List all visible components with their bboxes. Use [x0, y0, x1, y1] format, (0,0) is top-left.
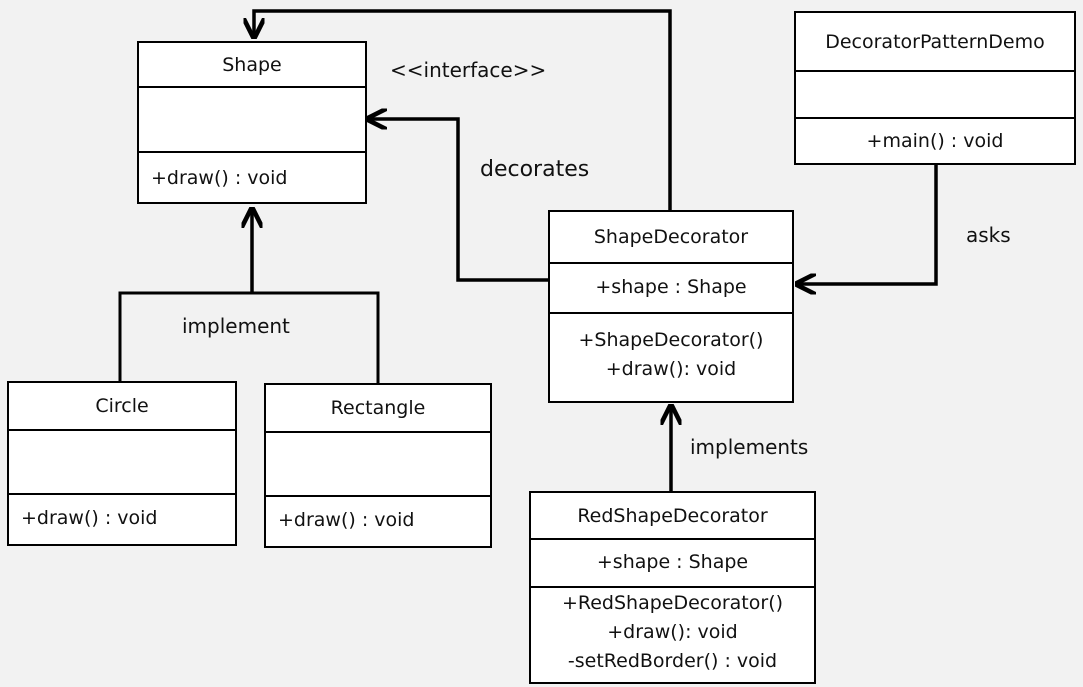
method-item: +draw(): void [607, 621, 738, 643]
class-shape-decorator-name: ShapeDecorator [550, 212, 792, 264]
implements-label: implements [690, 435, 809, 459]
interface-stereotype-label: <<interface>> [390, 58, 547, 82]
method-item: -setRedBorder() : void [567, 650, 778, 672]
top-aggregation-arrow [254, 9, 672, 211]
attribute-item: +shape : Shape [595, 276, 747, 298]
method-item: +draw() : void [278, 509, 415, 531]
class-shape-decorator: ShapeDecorator +shape : Shape +ShapeDeco… [548, 210, 794, 403]
implement-connector [118, 291, 380, 383]
decorates-arrow [368, 119, 549, 282]
class-rectangle-name: Rectangle [266, 385, 490, 433]
attribute-item: +shape : Shape [596, 551, 749, 573]
class-circle-name: Circle [9, 383, 235, 431]
class-shape-decorator-methods: +ShapeDecorator() +draw(): void [550, 314, 792, 401]
method-item: +ShapeDecorator() [578, 329, 764, 351]
method-item: +draw() : void [21, 507, 158, 529]
class-decorator-pattern-demo: DecoratorPatternDemo +main() : void [794, 11, 1076, 165]
class-circle-methods: +draw() : void [9, 495, 235, 544]
class-shape-decorator-attributes: +shape : Shape [550, 264, 792, 314]
class-shape-methods: +draw() : void [139, 153, 365, 202]
class-red-shape-decorator: RedShapeDecorator +shape : Shape +RedSha… [529, 491, 816, 684]
class-red-shape-decorator-name: RedShapeDecorator [531, 493, 814, 540]
class-circle-attributes [9, 431, 235, 495]
implement-label: implement [182, 314, 290, 338]
class-shape-name: Shape [139, 43, 365, 88]
class-red-shape-decorator-attributes: +shape : Shape [531, 540, 814, 588]
class-rectangle-attributes [266, 433, 490, 497]
class-shape: Shape +draw() : void [137, 41, 367, 204]
class-demo-name: DecoratorPatternDemo [796, 13, 1074, 72]
class-demo-methods: +main() : void [796, 119, 1074, 163]
asks-label: asks [966, 223, 1011, 247]
class-demo-attributes [796, 72, 1074, 119]
class-rectangle-methods: +draw() : void [266, 497, 490, 546]
class-rectangle: Rectangle +draw() : void [264, 383, 492, 548]
asks-arrow [797, 165, 938, 284]
method-item: +draw() : void [151, 167, 288, 189]
method-item: +main() : void [866, 130, 1004, 152]
class-red-shape-decorator-methods: +RedShapeDecorator() +draw(): void -setR… [531, 588, 814, 682]
decorates-label: decorates [480, 157, 590, 182]
method-item: +draw(): void [605, 358, 737, 380]
class-circle: Circle +draw() : void [7, 381, 237, 546]
class-shape-attributes [139, 88, 365, 153]
method-item: +RedShapeDecorator() [561, 592, 784, 614]
